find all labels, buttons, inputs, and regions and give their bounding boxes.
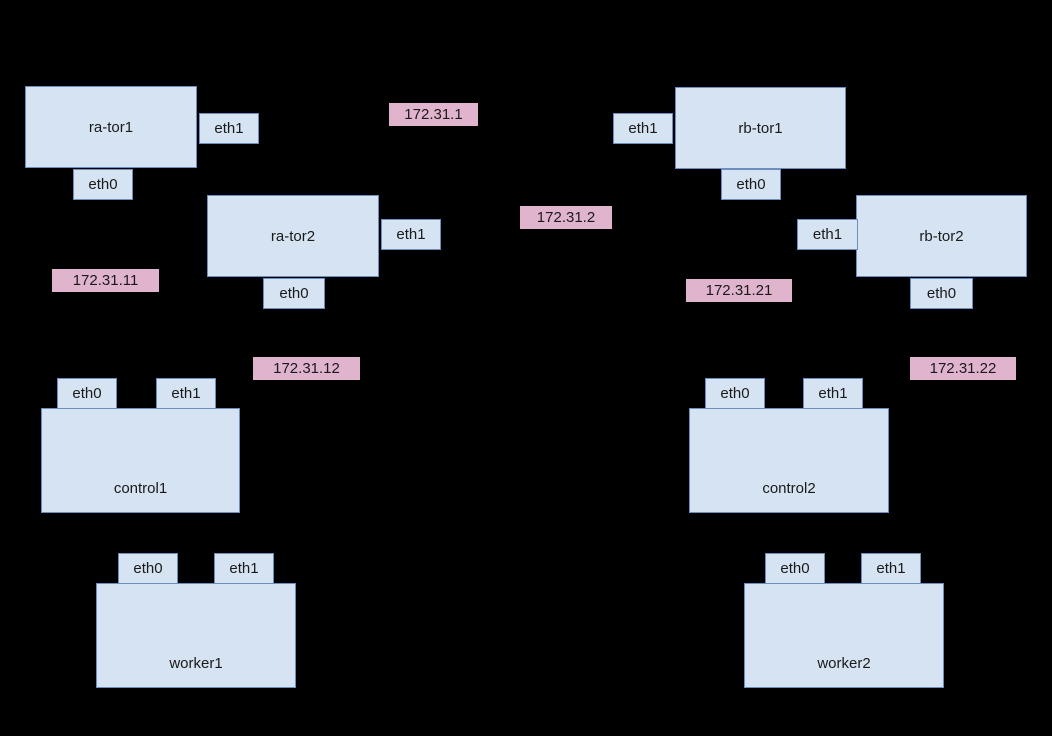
port-worker2-eth0[interactable]: eth0	[765, 553, 825, 584]
node-rb-tor1[interactable]: rb-tor1	[675, 87, 846, 169]
port-label: eth1	[818, 385, 848, 402]
port-label: eth0	[72, 385, 102, 402]
port-control1-eth1[interactable]: eth1	[156, 378, 216, 409]
port-label: eth0	[720, 385, 750, 402]
node-label: rb-tor2	[919, 227, 964, 245]
node-label: control1	[113, 480, 168, 497]
port-label: eth1	[214, 120, 244, 137]
port-rb-tor1-eth0[interactable]: eth0	[721, 169, 781, 200]
node-label: rb-tor1	[738, 119, 783, 137]
port-control1-eth0[interactable]: eth0	[57, 378, 117, 409]
port-label: eth1	[396, 226, 426, 243]
network-label-net-172-31-22: 172.31.22	[910, 357, 1016, 380]
network-label-net-172-31-1: 172.31.1	[389, 103, 478, 126]
node-control2[interactable]: control2	[689, 408, 889, 513]
port-label: eth1	[876, 560, 906, 577]
node-label: worker2	[817, 655, 871, 672]
port-label: eth1	[171, 385, 201, 402]
port-label: eth0	[926, 285, 957, 302]
node-label: control2	[762, 480, 816, 497]
port-worker1-eth0[interactable]: eth0	[118, 553, 178, 584]
port-ra-tor2-eth0[interactable]: eth0	[263, 278, 325, 309]
port-control2-eth0[interactable]: eth0	[705, 378, 765, 409]
port-rb-tor2-eth0[interactable]: eth0	[910, 278, 973, 309]
port-label: eth1	[628, 120, 658, 137]
port-rb-tor1-eth1[interactable]: eth1	[613, 113, 673, 144]
port-label: eth0	[88, 176, 118, 193]
port-ra-tor2-eth1[interactable]: eth1	[381, 219, 441, 250]
network-label-net-172-31-12: 172.31.12	[253, 357, 360, 380]
node-ra-tor2[interactable]: ra-tor2	[207, 195, 379, 277]
port-worker1-eth1[interactable]: eth1	[214, 553, 274, 584]
node-worker1[interactable]: worker1	[96, 583, 296, 688]
port-ra-tor1-eth0[interactable]: eth0	[73, 169, 133, 200]
node-worker2[interactable]: worker2	[744, 583, 944, 688]
node-rb-tor2[interactable]: rb-tor2	[856, 195, 1027, 277]
network-label-net-172-31-21: 172.31.21	[686, 279, 792, 302]
node-label: worker1	[169, 655, 223, 672]
port-label: eth0	[736, 176, 766, 193]
port-rb-tor2-eth1[interactable]: eth1	[797, 219, 858, 250]
port-ra-tor1-eth1[interactable]: eth1	[199, 113, 259, 144]
node-control1[interactable]: control1	[41, 408, 240, 513]
port-control2-eth1[interactable]: eth1	[803, 378, 863, 409]
port-label: eth1	[229, 560, 259, 577]
port-label: eth0	[133, 560, 163, 577]
node-label: ra-tor1	[88, 118, 134, 136]
port-worker2-eth1[interactable]: eth1	[861, 553, 921, 584]
node-ra-tor1[interactable]: ra-tor1	[25, 86, 197, 168]
port-label: eth0	[780, 560, 810, 577]
port-label: eth1	[812, 226, 843, 243]
network-label-net-172-31-11: 172.31.11	[52, 269, 159, 292]
port-label: eth0	[279, 285, 309, 302]
node-label: ra-tor2	[270, 227, 316, 245]
network-label-net-172-31-2: 172.31.2	[520, 206, 612, 229]
